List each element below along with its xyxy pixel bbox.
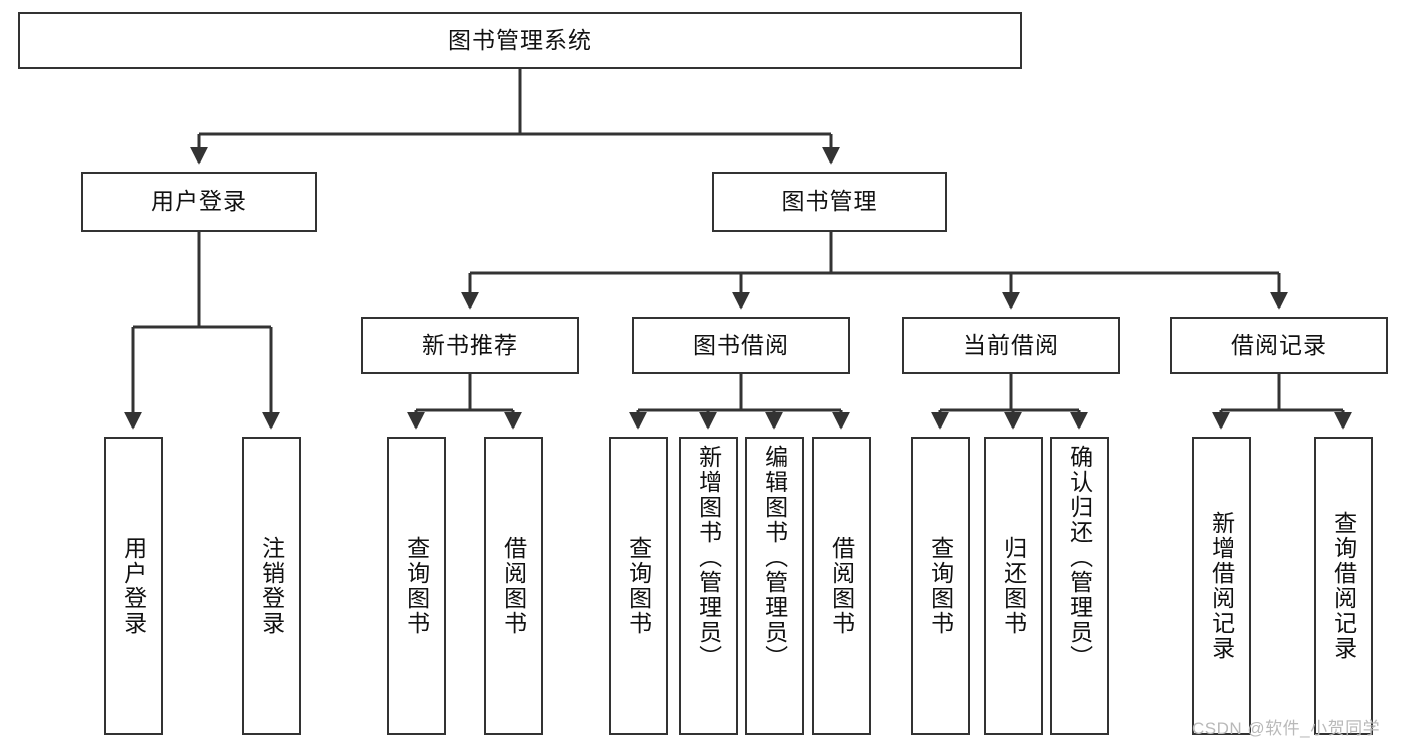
- node-label: 查询图书: [927, 536, 954, 636]
- node-label: 图书管理系统: [448, 26, 592, 53]
- node-label: 用户登录: [151, 188, 247, 215]
- node-label: 确认归还（管理员）: [1066, 445, 1093, 670]
- leaf-confirm-return-admin[interactable]: 确认归还（管理员）: [1050, 437, 1109, 735]
- leaf-add-borrow-record[interactable]: 新增借阅记录: [1192, 437, 1251, 735]
- node-level3-book-borrow[interactable]: 图书借阅: [632, 317, 850, 374]
- node-label: 查询图书: [403, 536, 430, 636]
- leaf-return-book[interactable]: 归还图书: [984, 437, 1043, 735]
- leaf-logout-login[interactable]: 注销登录: [242, 437, 301, 735]
- leaf-query-book-recommend[interactable]: 查询图书: [387, 437, 446, 735]
- node-label: 新增借阅记录: [1208, 511, 1235, 661]
- node-label: 图书管理: [781, 188, 878, 215]
- node-label: 新书推荐: [422, 331, 518, 358]
- node-level2-user-login[interactable]: 用户登录: [81, 172, 317, 232]
- leaf-user-login[interactable]: 用户登录: [104, 437, 163, 735]
- leaf-borrow-book[interactable]: 借阅图书: [812, 437, 871, 735]
- leaf-borrow-book-recommend[interactable]: 借阅图书: [484, 437, 543, 735]
- leaf-query-book-borrow[interactable]: 查询图书: [609, 437, 668, 735]
- node-level3-borrow-record[interactable]: 借阅记录: [1170, 317, 1388, 374]
- node-level2-book-management[interactable]: 图书管理: [712, 172, 947, 232]
- node-label: 借阅图书: [828, 536, 855, 636]
- node-root[interactable]: 图书管理系统: [18, 12, 1022, 69]
- node-label: 当前借阅: [963, 331, 1059, 358]
- node-level3-current-borrow[interactable]: 当前借阅: [902, 317, 1120, 374]
- node-label: 借阅记录: [1231, 331, 1327, 358]
- leaf-add-book-admin[interactable]: 新增图书（管理员）: [679, 437, 738, 735]
- node-label: 注销登录: [258, 536, 285, 636]
- node-label: 编辑图书（管理员）: [761, 445, 788, 670]
- node-label: 查询图书: [625, 536, 652, 636]
- node-label: 借阅图书: [500, 536, 527, 636]
- leaf-query-borrow-record[interactable]: 查询借阅记录: [1314, 437, 1373, 735]
- leaf-edit-book-admin[interactable]: 编辑图书（管理员）: [745, 437, 804, 735]
- node-label: 查询借阅记录: [1330, 511, 1357, 661]
- csdn-watermark: CSDN @软件_小贺同学: [1192, 719, 1381, 738]
- node-label: 新增图书（管理员）: [695, 445, 722, 670]
- node-level3-new-book-recommend[interactable]: 新书推荐: [361, 317, 579, 374]
- node-label: 归还图书: [1000, 536, 1027, 636]
- node-label: 图书借阅: [693, 331, 789, 358]
- node-label: 用户登录: [120, 536, 147, 636]
- leaf-query-book-current[interactable]: 查询图书: [911, 437, 970, 735]
